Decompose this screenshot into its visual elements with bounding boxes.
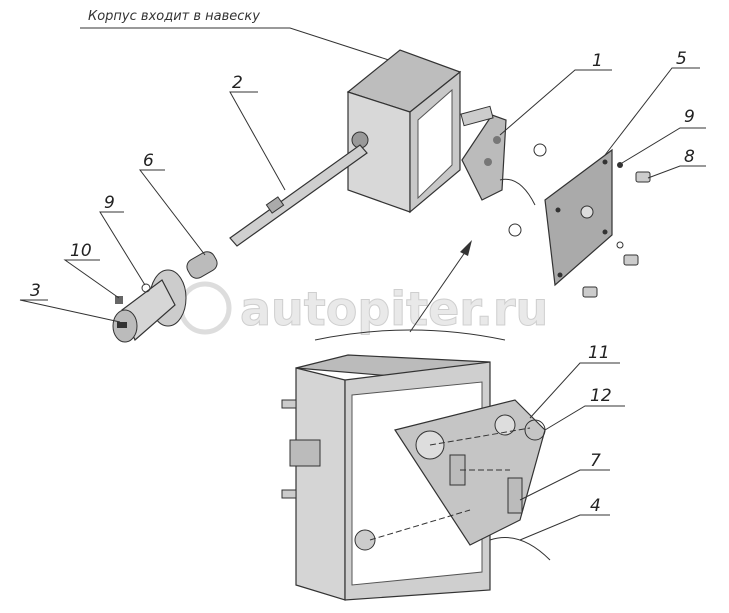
label-6: 6 — [143, 151, 154, 171]
cover-plate-part-5 — [544, 148, 613, 287]
arrow-head-icon — [460, 240, 472, 256]
callouts: 1 2 5 9 8 6 9 10 3 11 12 7 4 — [19, 49, 706, 541]
label-9-top: 9 — [684, 107, 695, 127]
caption-leader — [80, 27, 396, 63]
watermark-text: autopiter.ru — [240, 282, 548, 336]
label-2: 2 — [232, 73, 243, 93]
label-7: 7 — [590, 451, 601, 471]
label-8: 8 — [684, 147, 695, 167]
label-9-left: 9 — [104, 193, 115, 213]
caption-text: Корпус входит в навеску — [88, 9, 260, 24]
shaft-part-2 — [229, 144, 368, 247]
lever-part-1 — [460, 105, 547, 237]
detail-arrow-line — [409, 244, 471, 333]
spring-part-6 — [186, 251, 218, 279]
label-5: 5 — [676, 49, 687, 69]
label-12: 12 — [590, 386, 612, 406]
label-3: 3 — [30, 281, 41, 301]
housing-top — [346, 49, 462, 214]
label-10: 10 — [70, 241, 92, 261]
label-4: 4 — [590, 496, 601, 516]
bushing-part-3 — [112, 269, 187, 343]
detail-bracket — [314, 329, 506, 341]
bolts-part-8 — [582, 162, 651, 298]
housing-detail-view — [281, 354, 551, 601]
label-11: 11 — [588, 343, 610, 363]
label-1: 1 — [592, 51, 603, 71]
watermark: autopiter.ru — [178, 281, 549, 337]
